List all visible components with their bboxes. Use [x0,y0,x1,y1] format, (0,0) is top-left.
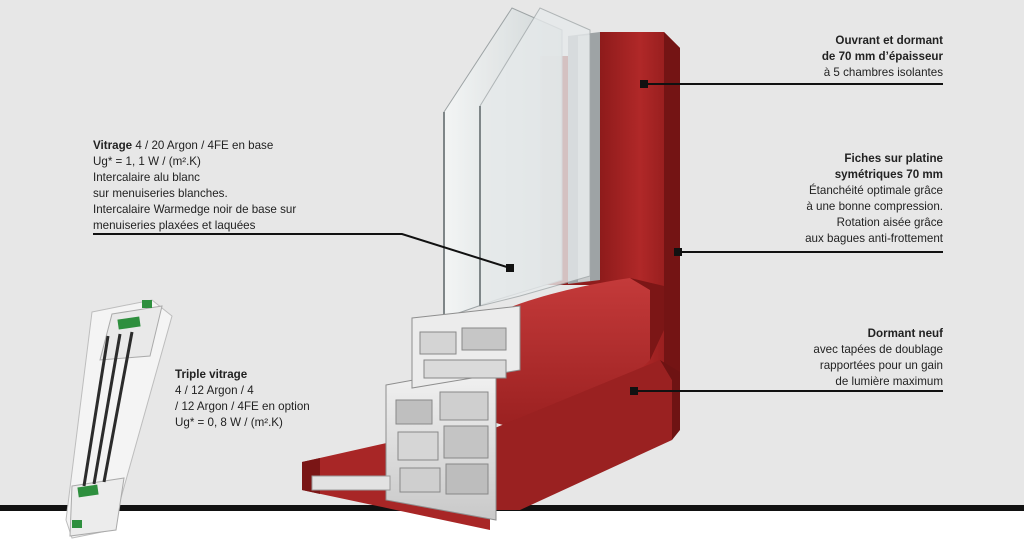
fiches-line-2: à une bonne compression. [806,200,943,213]
triple-title: Triple vitrage [175,368,248,381]
triple-line-2: / 12 Argon / 4FE en option [175,400,310,413]
label-ouvrant-dormant: Ouvrant et dormant de 70 mm d’épaisseur … [822,33,943,81]
pvc-chambers [311,305,521,521]
fiches-title-2: symétriques 70 mm [834,168,943,181]
ouvrant-line-1: à 5 chambres isolantes [823,66,943,79]
vitrage-line-1: 4 / 20 Argon / 4FE en base [132,139,274,152]
vitrage-line-5: Intercalaire Warmedge noir de base sur [93,203,297,216]
vitrage-title: Vitrage [93,139,133,152]
dormant-title: Dormant neuf [867,327,943,340]
fiches-line-4: aux bagues anti-frottement [805,232,943,245]
vitrage-line-4: sur menuiseries blanches. [93,187,228,200]
ouvrant-title-1: Ouvrant et dormant [835,34,943,47]
fiches-line-1: Étanchéité optimale grâce [808,184,943,197]
label-dormant-neuf: Dormant neuf avec tapées de doublage rap… [813,326,943,390]
triple-glazing-inset [65,299,173,539]
dormant-line-1: avec tapées de doublage [813,343,943,356]
ouvrant-title-2: de 70 mm d’épaisseur [821,50,943,63]
leader-lines [93,83,943,392]
fiches-title-1: Fiches sur platine [844,152,943,165]
label-vitrage: Vitrage 4 / 20 Argon / 4FE en base Ug* =… [93,138,296,234]
vitrage-line-2: Ug* = 1, 1 W / (m².K) [93,155,201,168]
label-fiches-platine: Fiches sur platine symétriques 70 mm Éta… [805,151,943,247]
main-window-profile [302,7,680,530]
dormant-sill-red [490,360,672,510]
fiches-line-3: Rotation aisée grâce [836,216,943,229]
leader-dots [506,80,682,395]
sash-rail-red [486,278,650,430]
label-triple-vitrage: Triple vitrage 4 / 12 Argon / 4 / 12 Arg… [175,367,310,431]
dormant-line-2: rapportées pour un gain [819,359,943,372]
vitrage-line-6: menuiseries plaxées et laquées [93,219,256,232]
vitrage-line-3: Intercalaire alu blanc [93,171,200,184]
triple-line-3: Ug* = 0, 8 W / (m².K) [175,416,283,429]
dormant-line-3: de lumière maximum [835,375,943,388]
triple-line-1: 4 / 12 Argon / 4 [175,384,254,397]
leader-vitrage [93,233,511,269]
